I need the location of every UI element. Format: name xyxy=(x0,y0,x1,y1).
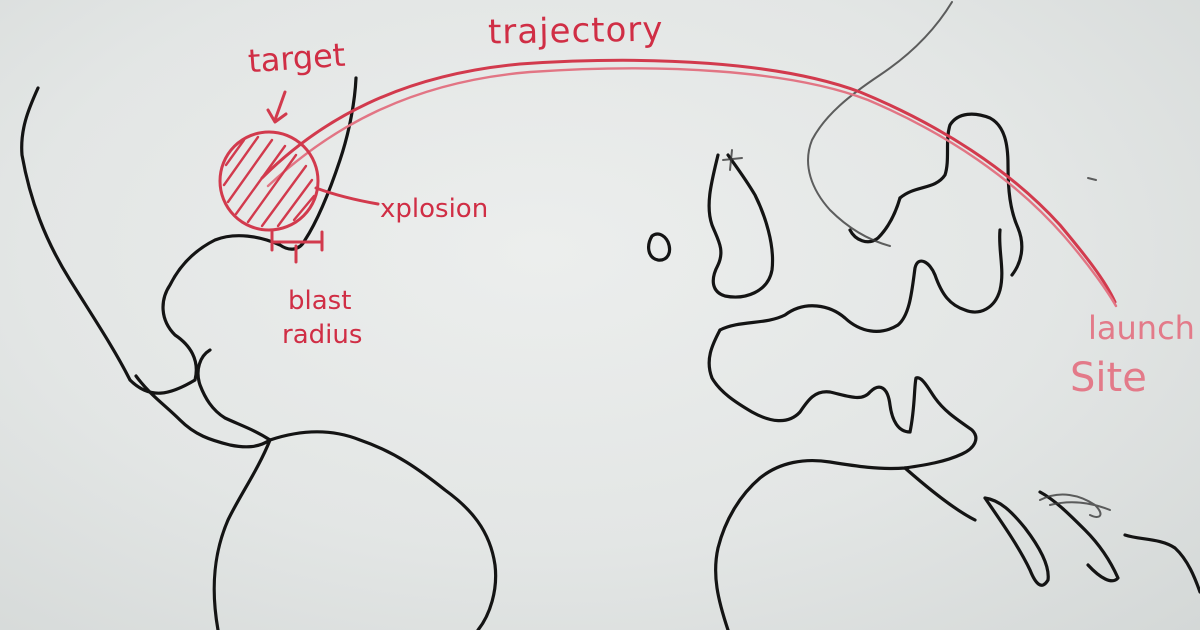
faint-scribble xyxy=(1039,493,1111,518)
launch-label: launch xyxy=(1088,309,1195,347)
iceland-outline xyxy=(647,232,672,262)
india-outline xyxy=(1038,490,1120,583)
faint-tick-mark xyxy=(722,149,743,171)
target-label: target xyxy=(246,35,347,81)
blast-label: blast xyxy=(288,286,352,316)
trajectory-arc xyxy=(260,58,1117,304)
europe-outline xyxy=(718,228,1004,333)
africa-outline xyxy=(714,458,977,630)
explosion-hatching xyxy=(222,135,316,228)
explosion-pointer-line xyxy=(314,186,380,206)
radius-label: radius xyxy=(282,320,363,350)
asia-coast-outline xyxy=(1123,533,1200,594)
europe-south-outline xyxy=(707,328,978,470)
arrow-down-icon xyxy=(266,90,288,124)
site-label: Site xyxy=(1070,355,1147,401)
arabia-outline xyxy=(983,496,1050,587)
scandinavia-outline xyxy=(898,112,1024,277)
faint-dot-mark xyxy=(1087,177,1097,181)
scandinavia-west-outline xyxy=(848,196,902,244)
trajectory-arc-secondary xyxy=(266,67,1118,308)
blast-radius-bar xyxy=(270,230,324,264)
greenland-outline xyxy=(707,153,775,299)
explosion-circle xyxy=(218,130,320,232)
trajectory-label: trajectory xyxy=(487,9,664,53)
explosion-label: xplosion xyxy=(380,194,489,224)
north-america-outline xyxy=(20,76,358,395)
faint-erased-line xyxy=(807,1,953,247)
south-america-outline xyxy=(212,430,498,630)
